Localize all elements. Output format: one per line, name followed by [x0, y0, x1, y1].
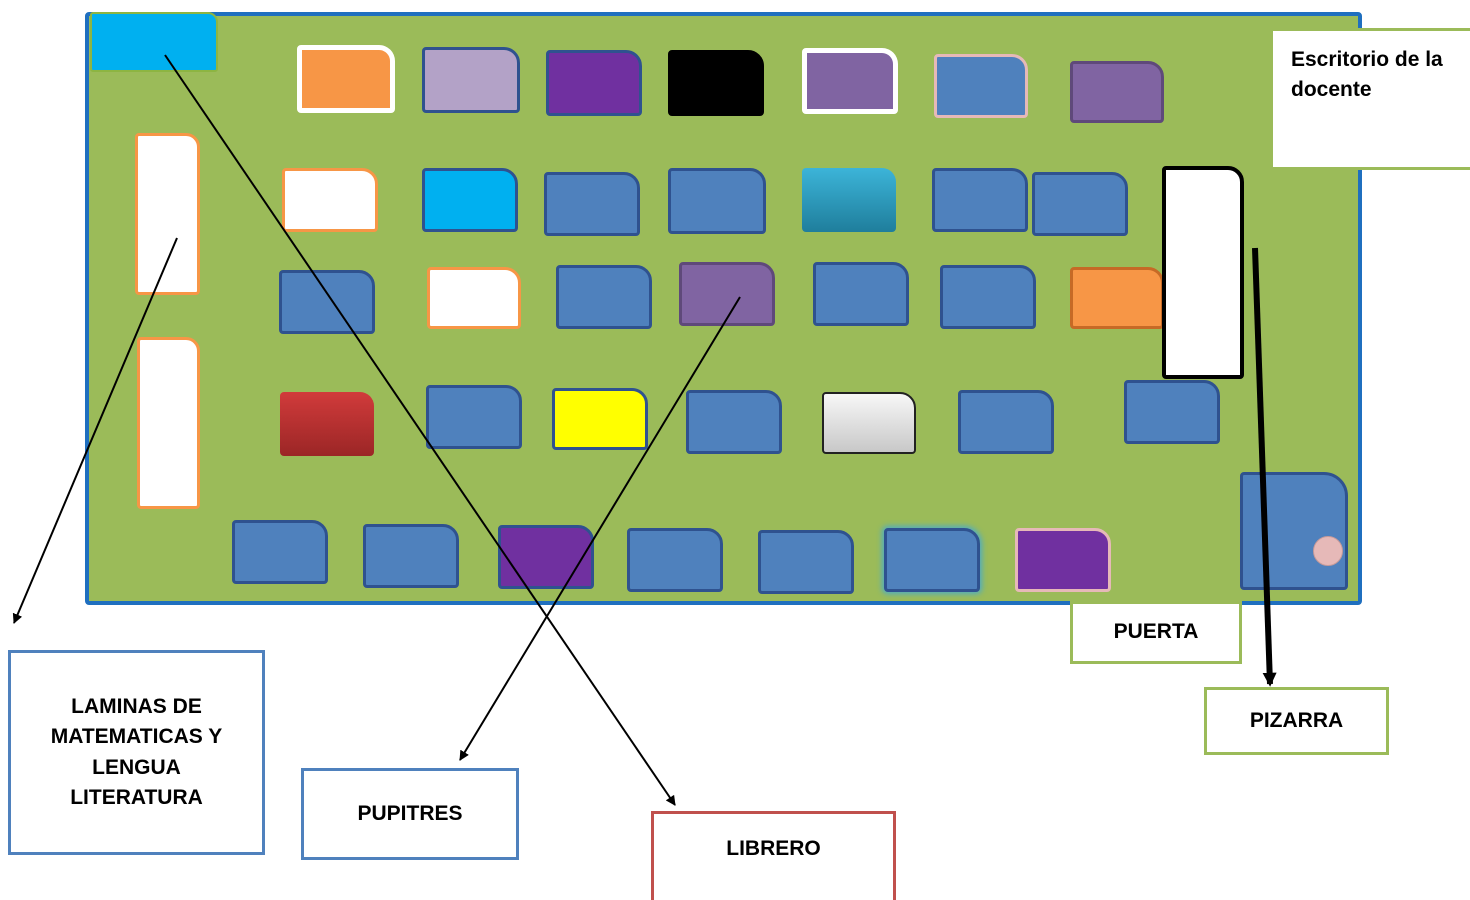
- student-desk: [544, 172, 640, 236]
- student-desk: [668, 168, 766, 234]
- student-desk: [884, 528, 980, 592]
- teacher-desk: [1240, 472, 1348, 590]
- student-desk: [934, 54, 1028, 118]
- student-desk: [940, 265, 1036, 329]
- student-desk: [282, 168, 378, 232]
- door-knob-icon: [1313, 536, 1343, 566]
- student-desk: [552, 388, 648, 450]
- label-pupitres: PUPITRES: [301, 768, 519, 860]
- label-laminas: LAMINAS DE MATEMATICAS Y LENGUA LITERATU…: [8, 650, 265, 855]
- student-desk: [297, 45, 395, 113]
- wall-chart: [135, 133, 200, 295]
- blackboard: [1162, 166, 1244, 379]
- student-desk: [802, 48, 898, 114]
- label-librero: LIBRERO: [651, 811, 896, 900]
- student-desk: [1032, 172, 1128, 236]
- student-desk: [280, 392, 374, 456]
- student-desk: [426, 385, 522, 449]
- student-desk: [1070, 267, 1164, 329]
- student-desk: [679, 262, 775, 326]
- student-desk: [422, 47, 520, 113]
- student-desk: [363, 524, 459, 588]
- student-desk: [1070, 61, 1164, 123]
- bookshelf: [90, 12, 218, 72]
- librero-text: LIBRERO: [726, 837, 821, 860]
- student-desk: [627, 528, 723, 592]
- label-pizarra: PIZARRA: [1204, 687, 1389, 755]
- label-escritorio: Escritorio de la docente: [1270, 28, 1470, 170]
- label-puerta: PUERTA: [1070, 601, 1242, 664]
- student-desk: [1124, 380, 1220, 444]
- student-desk: [498, 525, 594, 589]
- student-desk: [686, 390, 782, 454]
- student-desk: [279, 270, 375, 334]
- student-desk: [958, 390, 1054, 454]
- escritorio-text: Escritorio de la docente: [1291, 48, 1443, 102]
- pupitres-text: PUPITRES: [357, 801, 463, 825]
- student-desk: [546, 50, 642, 116]
- student-desk: [802, 168, 896, 232]
- student-desk: [556, 265, 652, 329]
- pizarra-text: PIZARRA: [1249, 708, 1344, 732]
- laminas-text: LAMINAS DE MATEMATICAS Y LENGUA LITERATU…: [50, 694, 223, 809]
- student-desk: [422, 168, 518, 232]
- student-desk: [232, 520, 328, 584]
- student-desk: [932, 168, 1028, 232]
- student-desk: [813, 262, 909, 326]
- student-desk: [1015, 528, 1111, 592]
- wall-chart: [137, 337, 200, 509]
- student-desk: [758, 530, 854, 594]
- student-desk: [668, 50, 764, 116]
- student-desk: [427, 267, 521, 329]
- puerta-text: PUERTA: [1113, 620, 1199, 644]
- student-desk: [822, 392, 916, 454]
